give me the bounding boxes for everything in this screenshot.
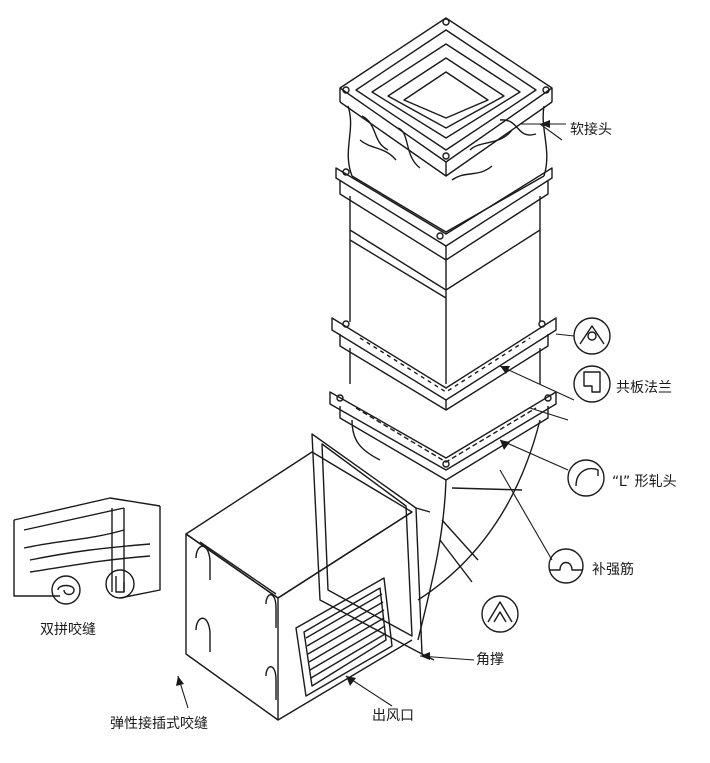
straight-duct <box>349 196 541 384</box>
top-flange <box>339 17 553 177</box>
detail-icon-rib <box>548 548 584 584</box>
double-seam-detail <box>13 497 161 605</box>
outlet-grille <box>295 577 393 697</box>
lower-flange <box>329 391 557 481</box>
elbow <box>351 419 541 641</box>
label-outlet: 出风口 <box>372 708 414 724</box>
label-double-seam: 双拼咬缝 <box>40 622 96 638</box>
soft-joint <box>347 105 548 233</box>
label-corner-brace: 角撑 <box>476 652 504 668</box>
middle-flange <box>331 317 557 411</box>
detail-icon-1 <box>573 317 611 355</box>
front-box <box>185 451 413 721</box>
detail-icon-brace <box>481 595 519 633</box>
label-snap-seam: 弹性接插式咬缝 <box>110 716 208 732</box>
detail-icon-l <box>567 459 605 497</box>
label-shared-flange: 共板法兰 <box>616 380 672 396</box>
label-soft-joint: 软接头 <box>570 122 612 138</box>
front-flange <box>311 433 435 661</box>
label-l-head: “L” 形轧头 <box>612 474 677 490</box>
arrowheads <box>176 120 550 686</box>
detail-icon-flange <box>573 365 611 403</box>
label-rib: 补强筋 <box>592 562 634 578</box>
upper-joint-flange <box>335 167 553 261</box>
leader-lines <box>177 123 575 709</box>
